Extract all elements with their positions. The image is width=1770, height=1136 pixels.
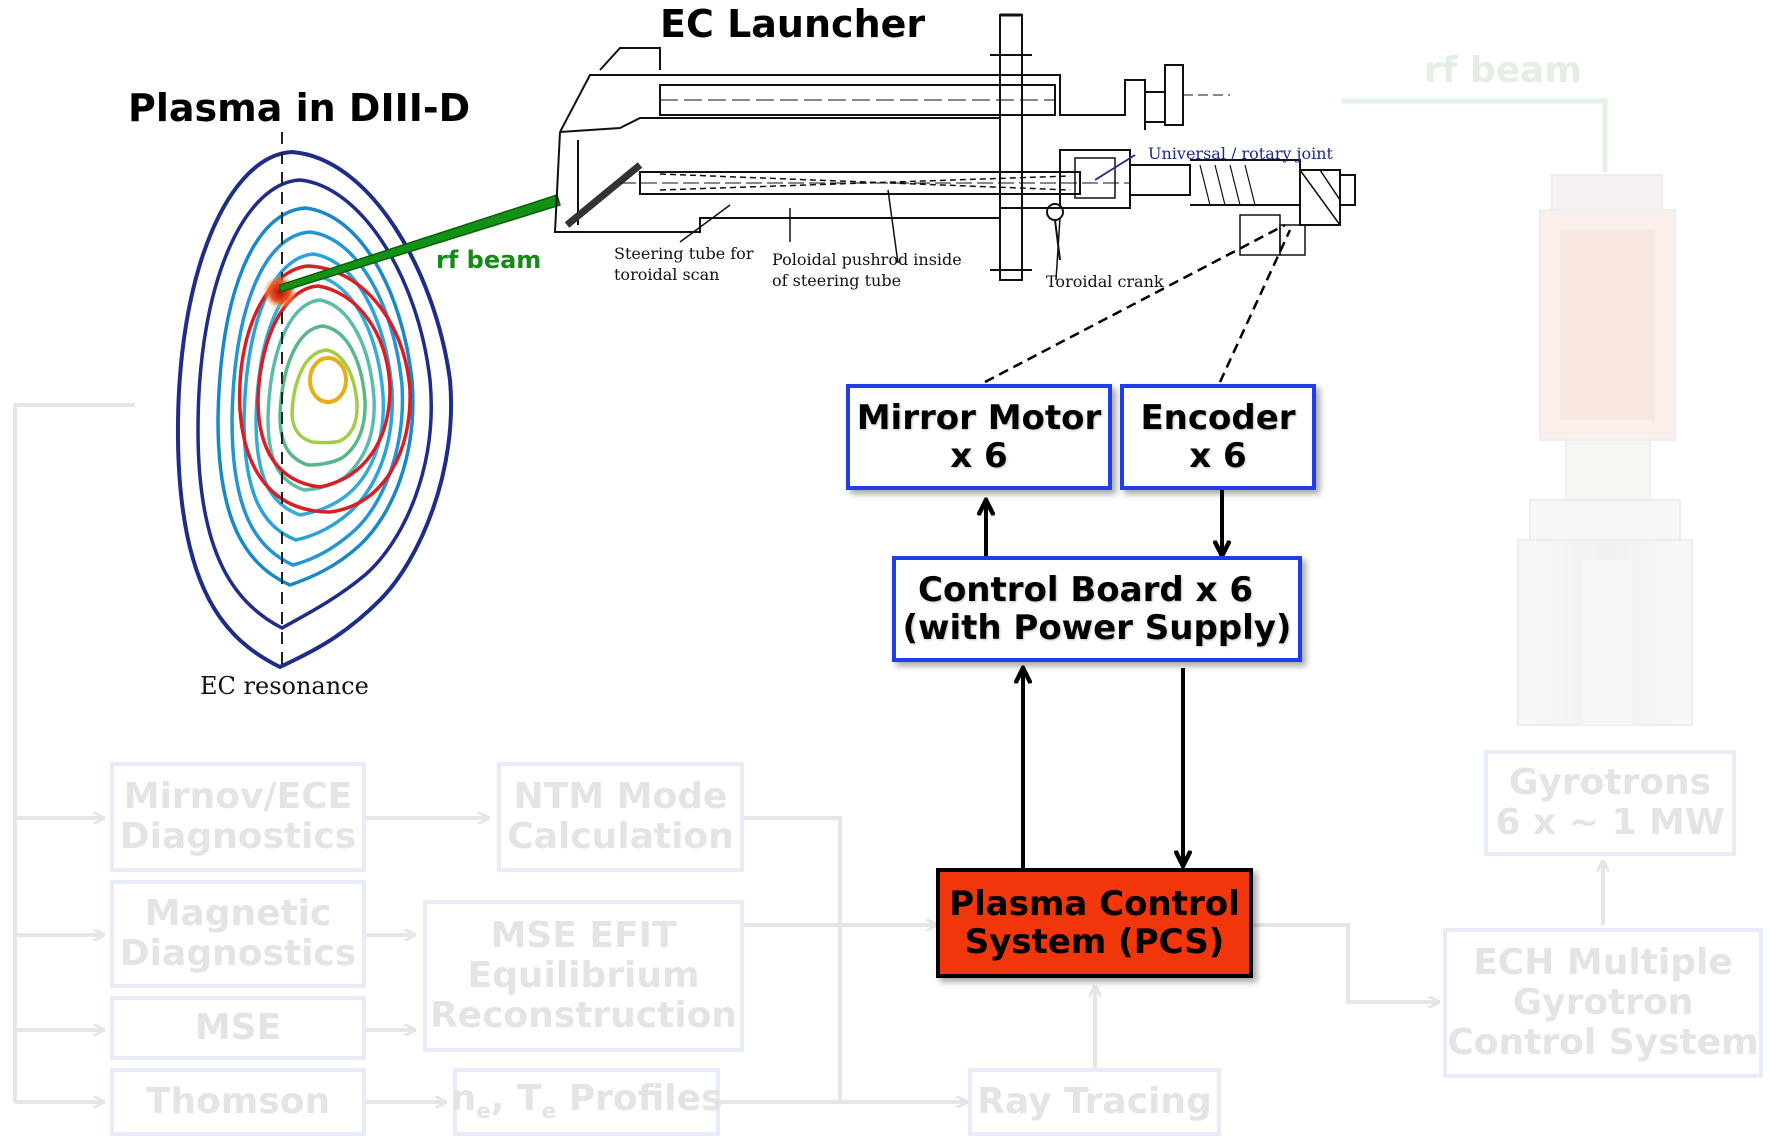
plasma-flux-surfaces (175, 149, 453, 670)
mse-efit-line-3: Reconstruction (429, 995, 738, 1037)
mirror-motor-line-1: Mirror Motor (856, 397, 1102, 438)
profiles-label: ne, Te Profiles (450, 1078, 723, 1125)
plasma-control-system-box: Plasma Control System (PCS) (936, 868, 1253, 978)
ech-line-3: Control System (1447, 1022, 1759, 1064)
rf-beam-label: rf beam (436, 246, 542, 274)
faded-connectors (13, 98, 1605, 1102)
ec-resonance-label: EC resonance (200, 672, 369, 700)
mse-efit-reconstruction-box: MSE EFIT Equilibrium Reconstruction (423, 900, 744, 1052)
gyrotrons-line-1: Gyrotrons (1508, 761, 1712, 803)
poloidal-pushrod-label: Poloidal pushrod inside of steering tube (772, 250, 962, 292)
ray-tracing-box: Ray Tracing (968, 1068, 1221, 1136)
control-board-box: Control Board x 6 (with Power Supply) (892, 556, 1302, 662)
control-board-line-2: (with Power Supply) (902, 608, 1292, 648)
plasma-in-diii-d-title: Plasma in DIII-D (128, 86, 471, 130)
ne-te-profiles-box: ne, Te Profiles (450, 1068, 723, 1136)
pcs-line-2: System (PCS) (964, 922, 1225, 962)
pushrod-line-2: of steering tube (772, 270, 902, 290)
mse-efit-line-2: Equilibrium (467, 954, 700, 996)
thomson-box: Thomson (110, 1068, 366, 1136)
ntm-mode-calculation-box: NTM Mode Calculation (497, 762, 744, 872)
encoder-line-1: Encoder (1140, 397, 1296, 438)
mse-box: MSE (110, 996, 366, 1060)
ec-launcher-drawing (553, 13, 1356, 281)
mirror-motor-line-2: x 6 (950, 436, 1008, 476)
ech-line-1: ECH Multiple (1473, 941, 1733, 983)
magnetic-diagnostics-box: Magnetic Diagnostics (110, 880, 366, 988)
universal-joint-label: Universal / rotary joint (1148, 144, 1333, 163)
encoder-box: Encoder x 6 (1120, 384, 1316, 490)
control-board-line-1: Control Board x 6 (918, 569, 1253, 610)
ray-tracing-label: Ray Tracing (977, 1080, 1212, 1122)
mse-efit-line-1: MSE EFIT (490, 914, 677, 956)
steering-tube-line-1: Steering tube for (614, 244, 754, 263)
launcher-dashed-connectors (984, 223, 1292, 384)
pcs-line-1: Plasma Control (949, 883, 1240, 924)
ec-launcher-title: EC Launcher (660, 2, 926, 46)
mirnov-line-1: Mirnov/ECE (123, 775, 353, 817)
ntm-line-2: Calculation (507, 816, 734, 857)
universal-joint-leader (1094, 154, 1136, 181)
ntm-line-1: NTM Mode (513, 775, 728, 817)
thomson-label: Thomson (145, 1080, 331, 1122)
gyrotron-drawing (1517, 174, 1693, 726)
mirnov-line-2: Diagnostics (119, 816, 357, 857)
ech-line-2: Gyrotron (1512, 981, 1694, 1023)
steering-tube-line-2: toroidal scan (614, 264, 720, 284)
gyrotrons-line-2: 6 x ~ 1 MW (1495, 802, 1725, 843)
steering-tube-label: Steering tube for toroidal scan (614, 244, 753, 286)
ech-control-system-box: ECH Multiple Gyrotron Control System (1443, 928, 1763, 1078)
mirnov-ece-diagnostics-box: Mirnov/ECE Diagnostics (110, 762, 366, 872)
magnetic-line-1: Magnetic (144, 892, 332, 934)
control-arrows (986, 490, 1222, 868)
gyrotrons-box: Gyrotrons 6 x ~ 1 MW (1484, 750, 1736, 856)
rf-beam-faded-label: rf beam (1424, 50, 1582, 91)
annotation-leaders (679, 189, 1061, 281)
magnetic-line-2: Diagnostics (119, 933, 357, 974)
mirror-motor-box: Mirror Motor x 6 (846, 384, 1112, 490)
toroidal-crank-label: Toroidal crank (1046, 272, 1164, 291)
encoder-line-2: x 6 (1189, 436, 1247, 476)
mse-label: MSE (194, 1006, 282, 1048)
pushrod-line-1: Poloidal pushrod inside (772, 250, 962, 269)
